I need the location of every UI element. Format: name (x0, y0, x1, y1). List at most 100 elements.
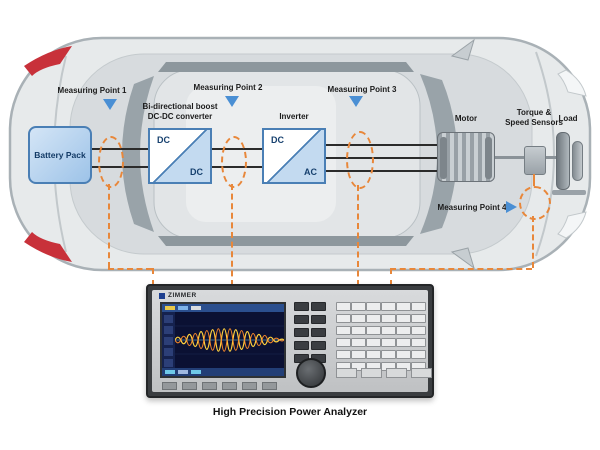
brand-text: ZIMMER (168, 292, 197, 299)
softkey-button (242, 382, 257, 390)
key-button (366, 314, 381, 323)
power-analyzer: ZIMMER (146, 284, 434, 398)
motor-label: Motor (454, 114, 478, 123)
analyzer-keypad (336, 302, 426, 371)
key-button (351, 338, 366, 347)
key-button (366, 350, 381, 359)
key-button (336, 326, 351, 335)
key-button (381, 350, 396, 359)
key-button (411, 302, 426, 311)
softkey-button (162, 382, 177, 390)
key-button (396, 338, 411, 347)
torque-speed-sensor (524, 146, 546, 175)
darkkey-button (294, 328, 309, 337)
screen-menu-chip (191, 306, 201, 310)
load-flywheel (556, 132, 570, 190)
navitem-button (164, 315, 173, 323)
key-button (366, 338, 381, 347)
measuring-point-2-label: Measuring Point 2 (193, 83, 263, 92)
key-button (411, 350, 426, 359)
inverter-in-label: DC (271, 135, 284, 145)
connector-mp2-vertical (231, 184, 233, 286)
waveform-plot (174, 325, 285, 355)
key-button (366, 302, 381, 311)
key-button (396, 302, 411, 311)
navitem-button (164, 359, 173, 367)
key-button (351, 350, 366, 359)
screen-waveform-area (174, 312, 285, 368)
analyzer-rotary-knob (296, 358, 326, 388)
key-button (381, 302, 396, 311)
softkey-button (202, 382, 217, 390)
screen-status-chip (178, 370, 188, 374)
torque-speed-sensors-label: Torque & Speed Sensors (505, 108, 563, 127)
key-button (381, 326, 396, 335)
screen-side-menu (162, 312, 175, 368)
darkkey-button (311, 315, 326, 324)
measuring-point-3-label: Measuring Point 3 (327, 85, 397, 94)
analyzer-softkey-row (162, 382, 277, 390)
fnkey-button (361, 368, 382, 378)
dcdc-out-label: DC (190, 167, 203, 177)
load-flywheel-hub (572, 141, 583, 181)
connector-mp4-drop (390, 268, 392, 286)
key-button (351, 362, 366, 371)
measuring-point-3-marker-icon (349, 96, 363, 107)
analyzer-front-panel: ZIMMER (152, 290, 432, 392)
dcdc-converter-label: Bi-directional boost DC-DC converter (142, 102, 218, 121)
key-button (396, 326, 411, 335)
measuring-point-4-marker-icon (506, 201, 517, 213)
analyzer-menu-keys (294, 302, 326, 363)
softkey-button (182, 382, 197, 390)
key-button (411, 314, 426, 323)
screen-status-chip (165, 370, 175, 374)
key-button (411, 326, 426, 335)
brand-logo-icon (159, 292, 165, 299)
inverter: DC AC (262, 128, 326, 184)
ac-phase-wire-2 (326, 157, 437, 159)
connector-mp1-drop (152, 268, 154, 286)
analyzer-caption: High Precision Power Analyzer (212, 406, 368, 418)
battery-pack-label: Battery Pack (34, 150, 86, 160)
inverter-out-label: AC (304, 167, 317, 177)
screen-menu-chip (178, 306, 188, 310)
darkkey-button (311, 302, 326, 311)
analyzer-screen (160, 302, 286, 378)
measuring-point-1-label: Measuring Point 1 (57, 86, 127, 95)
measuring-point-4-label: Measuring Point 4 (437, 203, 507, 212)
dcdc-in-label: DC (157, 135, 170, 145)
key-button (396, 314, 411, 323)
motor-end-cap-right (485, 137, 492, 179)
ac-phase-wire-3 (326, 170, 437, 172)
darkkey-button (294, 302, 309, 311)
key-button (366, 326, 381, 335)
measuring-point-2-probe-ellipse (221, 136, 247, 188)
navitem-button (164, 337, 173, 345)
key-button (411, 338, 426, 347)
key-button (351, 314, 366, 323)
motor-end-cap-left (440, 137, 447, 179)
fnkey-button (386, 368, 407, 378)
screen-status-bar (162, 368, 284, 376)
connector-mp4-vertical (532, 216, 534, 268)
fnkey-button (336, 368, 357, 378)
key-button (381, 314, 396, 323)
measuring-point-3-probe-ellipse (346, 131, 374, 189)
darkkey-button (294, 315, 309, 324)
darkkey-button (311, 341, 326, 350)
battery-pack: Battery Pack (28, 126, 92, 184)
navitem-button (164, 326, 173, 334)
key-button (336, 338, 351, 347)
key-button (381, 338, 396, 347)
measuring-point-4-probe-ellipse (519, 186, 551, 220)
darkkey-button (294, 341, 309, 350)
analyzer-brand: ZIMMER (159, 292, 197, 299)
connector-mp1-horizontal (108, 268, 152, 270)
key-button (336, 350, 351, 359)
softkey-button (262, 382, 277, 390)
inverter-label: Inverter (279, 112, 309, 121)
key-button (351, 326, 366, 335)
key-button (336, 314, 351, 323)
screen-status-chip (191, 370, 201, 374)
